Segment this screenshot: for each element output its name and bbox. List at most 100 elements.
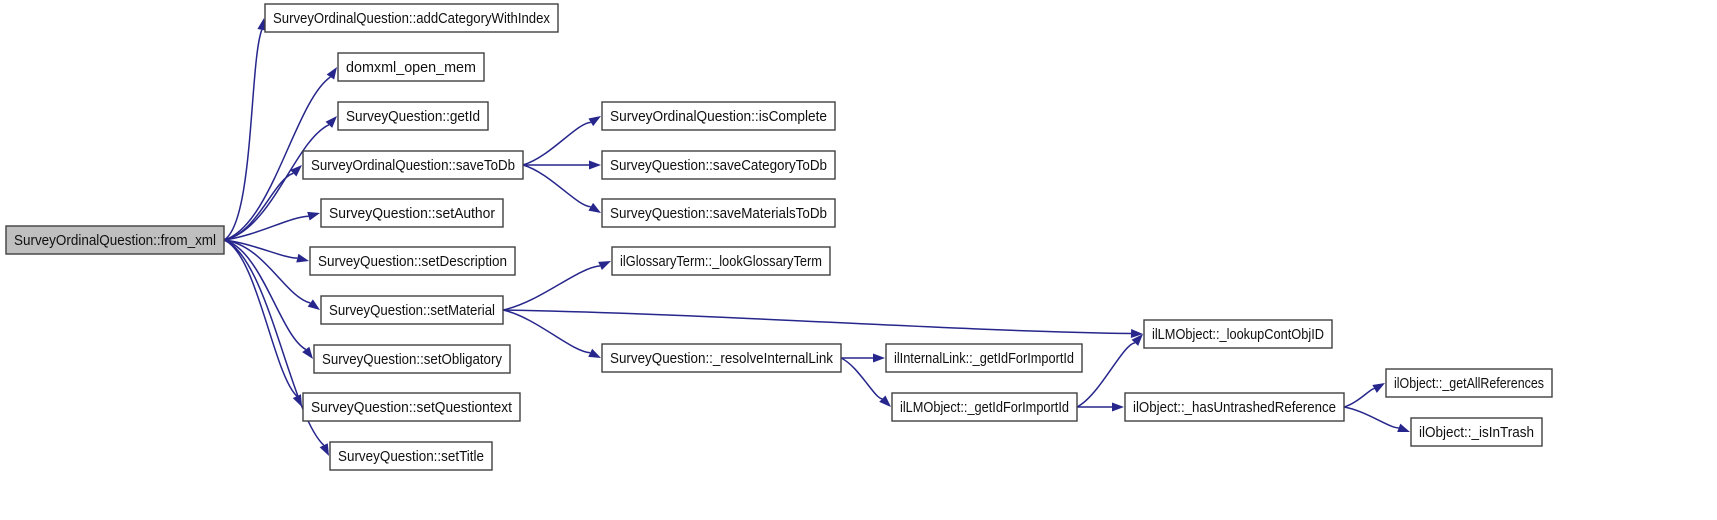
node-label: ilObject::_isInTrash [1419,425,1534,441]
edge-line [502,309,1132,335]
arrowhead-icon [326,67,337,80]
graph-node-surveyquestion-setquestiontext[interactable]: SurveyQuestion::setQuestiontext [302,392,521,422]
node-label: SurveyQuestion::setMaterial [329,303,495,319]
graph-node-ilinternallink-getidforimportid[interactable]: ilInternalLink::_getIdForImportId [885,343,1083,373]
graph-node-ilglossaryterm-lookglossaryterm[interactable]: ilGlossaryTerm::_lookGlossaryTerm [611,246,831,276]
node-label: domxml_open_mem [346,60,476,76]
edge-from-xml-to-domxml-open-mem [223,67,337,241]
node-label: SurveyQuestion::setAuthor [329,206,495,222]
edge-line [840,357,883,400]
arrowhead-icon [1112,402,1124,412]
arrowhead-icon [302,346,313,359]
node-box[interactable] [320,198,504,228]
node-box[interactable] [1143,319,1333,349]
graph-node-surveyordinalquestion-iscomplete[interactable]: SurveyOrdinalQuestion::isComplete [601,101,836,131]
graph-node-ilobject-getallreferences[interactable]: ilObject::_getAllReferences [1385,368,1553,398]
graph-node-surveyquestion-setobligatory[interactable]: SurveyQuestion::setObligatory [313,344,511,374]
node-label: SurveyQuestion::saveCategoryToDb [610,158,827,174]
arrowhead-icon [307,211,320,221]
edge-line [522,164,591,208]
arrowhead-icon [589,160,601,170]
node-box[interactable] [601,150,836,180]
node-box[interactable] [337,52,485,82]
edge-line [223,172,294,241]
node-box[interactable] [264,3,559,33]
edge-setmaterial-to-resolveinternallink [502,309,601,358]
edge-line [502,265,601,311]
arrowhead-icon [588,348,601,358]
arrowhead-icon [307,299,320,310]
graph-node-surveyquestion-savematerialstodb[interactable]: SurveyQuestion::saveMaterialsToDb [601,198,836,228]
node-label: ilObject::_hasUntrashedReference [1133,400,1336,416]
graph-node-ilobject-hasuntrashedreference[interactable]: ilObject::_hasUntrashedReference [1124,392,1345,422]
arrowhead-icon [290,165,302,177]
edge-from-xml-to-setobligatory [223,239,313,359]
edge-line [223,239,325,446]
node-label: SurveyOrdinalQuestion::isComplete [610,109,827,125]
edge-hasuntrashedreference-to-isintrash [1343,406,1410,433]
graph-node-surveyordinalquestion-savetodb[interactable]: SurveyOrdinalQuestion::saveToDb [302,150,524,180]
node-box[interactable] [1385,368,1553,398]
node-box[interactable] [302,150,524,180]
node-box[interactable] [337,101,489,131]
graph-node-surveyquestion-setauthor[interactable]: SurveyQuestion::setAuthor [320,198,504,228]
arrowhead-icon [292,394,302,407]
node-box[interactable] [313,344,511,374]
node-box[interactable] [329,441,493,471]
edge-from-xml-to-savetodb [223,165,302,241]
node-box[interactable] [611,246,831,276]
node-box-current[interactable] [5,225,225,255]
graph-node-surveyquestion-resolveinternallink[interactable]: SurveyQuestion::_resolveInternalLink [601,343,842,373]
graph-node-domxml-open-mem[interactable]: domxml_open_mem [337,52,485,82]
arrowhead-icon [1397,423,1410,433]
graph-node-illmobject-getidforimportid[interactable]: ilLMObject::_getIdForImportId [891,392,1078,422]
arrowhead-icon [1131,334,1143,346]
graph-node-surveyordinalquestion-addcategorywithindex[interactable]: SurveyOrdinalQuestion::addCategoryWithIn… [264,3,559,33]
node-box[interactable] [601,343,842,373]
arrowhead-icon [873,353,885,363]
edge-savetodb-to-savecategorytodb [523,160,601,170]
node-box[interactable] [891,392,1078,422]
node-box[interactable] [320,295,504,325]
graph-node-illmobject-lookupcontobjid[interactable]: ilLMObject::_lookupContObjID [1143,319,1333,349]
edge-getidforimportid-lm-to-hasuntrashedreference [1077,402,1124,412]
edge-from-xml-to-settitle [223,239,329,456]
graph-node-surveyquestion-savecategorytodb[interactable]: SurveyQuestion::saveCategoryToDb [601,150,836,180]
arrowhead-icon [598,261,611,271]
graph-node-surveyquestion-getid[interactable]: SurveyQuestion::getId [337,101,489,131]
edge-from-xml-to-setmaterial [223,239,320,310]
node-label: SurveyOrdinalQuestion::saveToDb [311,158,515,174]
edge-from-xml-to-setquestiontext [223,239,302,407]
node-box[interactable] [302,392,521,422]
edge-from-xml-to-addcategorywithindex [223,18,267,241]
edge-resolveinternallink-to-getidforimportid-lm [840,357,891,407]
edge-line [223,76,331,241]
arrowhead-icon [588,202,601,213]
arrowhead-icon [879,395,891,407]
node-box[interactable] [601,101,836,131]
nodes-layer: SurveyOrdinalQuestion::from_xml SurveyOrd… [5,3,1553,471]
node-box[interactable] [309,246,516,276]
node-label: ilInternalLink::_getIdForImportId [894,351,1074,367]
node-label: SurveyQuestion::setObligatory [322,352,503,368]
graph-node-ilobject-isintrash[interactable]: ilObject::_isInTrash [1410,417,1543,447]
node-box[interactable] [1124,392,1345,422]
node-label: ilLMObject::_getIdForImportId [900,400,1069,416]
graph-node-surveyquestion-settitle[interactable]: SurveyQuestion::setTitle [329,441,493,471]
node-box[interactable] [885,343,1083,373]
node-label: ilLMObject::_lookupContObjID [1152,327,1324,343]
node-box[interactable] [601,198,836,228]
edge-line [223,239,311,304]
node-label: SurveyOrdinalQuestion::from_xml [14,233,216,249]
edge-line [223,239,307,351]
node-label: SurveyQuestion::setQuestiontext [311,400,512,416]
edge-line [223,124,330,241]
graph-node-surveyordinalquestion-from-xml[interactable]: SurveyOrdinalQuestion::from_xml [5,225,225,255]
node-box[interactable] [1410,417,1543,447]
graph-node-surveyquestion-setmaterial[interactable]: SurveyQuestion::setMaterial [320,295,504,325]
graph-node-surveyquestion-setdescription[interactable]: SurveyQuestion::setDescription [309,246,516,276]
node-label: SurveyQuestion::_resolveInternalLink [610,351,834,367]
edge-resolveinternallink-to-getidforimportid-il [841,353,885,363]
